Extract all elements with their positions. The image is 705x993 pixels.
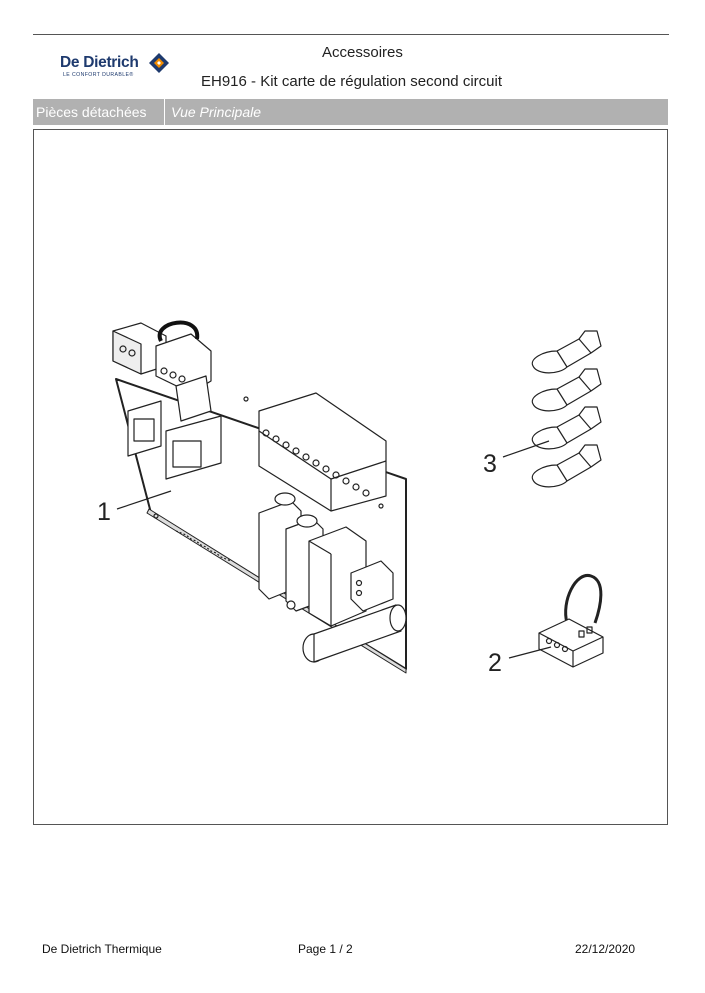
- footer-company: De Dietrich Thermique: [42, 942, 162, 956]
- callout-3-leader: [502, 440, 550, 458]
- tab-pieces-detachees[interactable]: Pièces détachées: [33, 99, 165, 125]
- tab-vue-principale[interactable]: Vue Principale: [171, 104, 262, 120]
- exploded-view-drawing: 1 3 2: [97, 320, 604, 677]
- callout-1-leader: [116, 490, 172, 510]
- header-rule: [33, 34, 669, 35]
- callout-2: 2: [488, 649, 502, 677]
- part-2-bridge-connector[interactable]: [538, 574, 604, 668]
- part-3-standoffs[interactable]: [531, 330, 602, 488]
- page-subtitle: EH916 - Kit carte de régulation second c…: [201, 73, 502, 90]
- callout-2-leader: [508, 646, 552, 659]
- diamond-logo-icon: [149, 53, 169, 73]
- callout-3: 3: [483, 450, 497, 478]
- page-title: Accessoires: [322, 44, 403, 61]
- brand-logo: De Dietrich LE CONFORT DURABLE®: [60, 52, 170, 86]
- brand-name: De Dietrich: [60, 54, 139, 71]
- brand-tagline: LE CONFORT DURABLE®: [63, 72, 134, 78]
- tab-bar: Pièces détachées Vue Principale: [33, 99, 668, 125]
- exploded-view-frame: 1 3 2: [33, 129, 668, 825]
- callout-1: 1: [97, 498, 111, 526]
- part-1-regulation-board[interactable]: [112, 320, 407, 674]
- footer-date: 22/12/2020: [575, 942, 636, 956]
- footer-page-number: Page 1 / 2: [298, 942, 353, 956]
